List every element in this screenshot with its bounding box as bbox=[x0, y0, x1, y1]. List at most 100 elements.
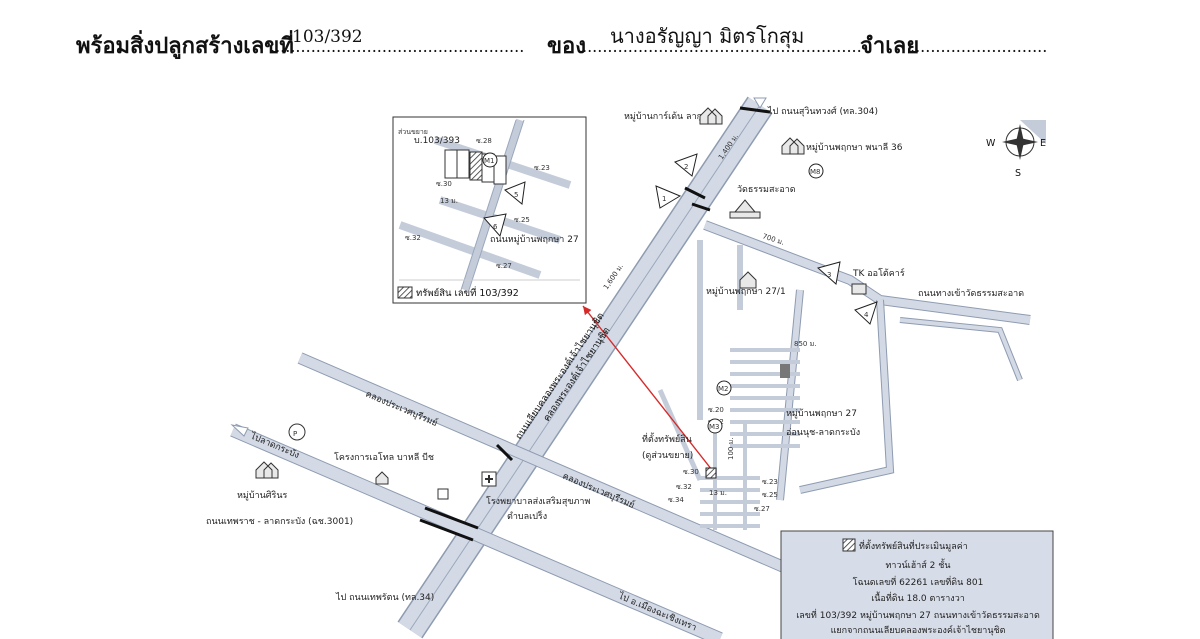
compass-w: W bbox=[986, 138, 996, 149]
info-line5: แยกจากถนนเลียบคลองพระองค์เจ้าไชยานุชิต bbox=[831, 624, 1006, 636]
inset-soi-32: ซ.32 bbox=[405, 234, 421, 242]
property-location-mark bbox=[705, 467, 717, 479]
label-soi-30: ซ.30 bbox=[683, 468, 699, 476]
label-soi-32: ซ.32 bbox=[676, 483, 692, 491]
village-icon bbox=[781, 137, 805, 155]
map-markers: 1 2 3 4 M2 M3 M8 bbox=[655, 153, 878, 434]
info-line1: ทาวน์เฮ้าส์ 2 ชั้น bbox=[885, 558, 950, 571]
inset-marker-6: 6 bbox=[483, 213, 507, 238]
label-soi-23: ซ.23 bbox=[762, 478, 778, 486]
header: พร้อมสิ่งปลูกสร้างเลขที่ ...............… bbox=[76, 24, 1047, 60]
hospital-icon bbox=[481, 471, 497, 487]
header-house-no: 103/392 bbox=[292, 27, 363, 47]
village-icon bbox=[699, 107, 723, 125]
inset-soi-23: ซ.23 bbox=[534, 164, 550, 172]
label-to-theparak: ไป ถนนเทพรัตน (ทล.34) bbox=[335, 592, 434, 603]
inset-marker-5: 5 bbox=[504, 181, 526, 205]
temple-icon bbox=[729, 199, 761, 219]
inset-soi-30: ซ.30 bbox=[436, 180, 452, 188]
label-wat: วัดธรรมสะอาด bbox=[737, 185, 796, 195]
marker-m3: M3 bbox=[707, 418, 723, 434]
inset-title: ส่วนขยาย bbox=[398, 128, 428, 136]
inset-road-name: ถนนหมู่บ้านพฤกษา 27 bbox=[490, 234, 579, 245]
label-dist-100: 100 ม. bbox=[727, 438, 735, 460]
svg-text:M2: M2 bbox=[718, 385, 729, 393]
header-mortgagor-label: จำเลย bbox=[860, 33, 919, 59]
label-dist-13: 13 ม. bbox=[709, 489, 727, 497]
info-line3: เนื้อที่ดิน 18.0 ตารางวา bbox=[871, 591, 965, 604]
label-pruksa-27-1: หมู่บ้านพฤกษา 27/1 bbox=[706, 286, 786, 297]
label-soi-25: ซ.25 bbox=[762, 491, 778, 499]
compass-e: E bbox=[1040, 138, 1046, 149]
info-swatch bbox=[842, 538, 856, 552]
inset-legend-swatch bbox=[397, 286, 413, 299]
label-pruksa-27: หมู่บ้านพฤกษา 27 bbox=[786, 408, 857, 419]
inset-soi-27: ซ.27 bbox=[496, 262, 512, 270]
inset-soi-28: ซ.28 bbox=[476, 137, 492, 145]
label-pruksa-36: หมู่บ้านพฤกษา พนาลี 36 bbox=[806, 142, 903, 153]
label-hospital: โรงพยาบาลส่งเสริมสุขภาพ bbox=[486, 496, 590, 507]
label-tk-autopart: TK ออโต้คาร์ bbox=[852, 267, 905, 279]
label-property-loc: ที่ตั้งทรัพย์สิน bbox=[642, 432, 692, 445]
label-to-suwinthawong: ไป ถนนสุวินทวงศ์ (ทล.304) bbox=[767, 105, 878, 117]
marker-4: 4 bbox=[854, 301, 878, 325]
marker-3: 3 bbox=[816, 261, 841, 285]
svg-text:1: 1 bbox=[662, 195, 666, 203]
svg-text:3: 3 bbox=[827, 271, 831, 279]
marker-2: 2 bbox=[674, 153, 698, 177]
header-of-label: ของ bbox=[547, 33, 586, 59]
label-to-chachoengsao: ไป อ.เมืองฉะเชิงเทรา bbox=[616, 590, 698, 633]
shop-icon bbox=[851, 283, 867, 295]
svg-text:M3: M3 bbox=[709, 423, 720, 431]
header-dots-1: ........................................… bbox=[270, 37, 524, 56]
label-sirin-village: หมู่บ้านศิรินร bbox=[237, 490, 287, 501]
marker-m8: M8 bbox=[808, 163, 824, 179]
marker-box bbox=[437, 488, 449, 500]
svg-text:M1: M1 bbox=[484, 157, 495, 165]
building-icon bbox=[375, 471, 389, 485]
village-icon bbox=[255, 461, 279, 479]
inset-legend: ทรัพย์สิน เลขที่ 103/392 bbox=[416, 286, 519, 299]
marker-m2: M2 bbox=[716, 380, 732, 396]
inset-marker-m1: M1 bbox=[482, 152, 498, 168]
compass-s: S bbox=[1015, 168, 1021, 179]
label-garden-village: หมู่บ้านการ์เด้น ลากูน่า bbox=[624, 110, 713, 122]
property-pointer-arrow bbox=[582, 305, 713, 471]
inset-dist: 13 ม. bbox=[440, 197, 458, 205]
police-icon: P bbox=[288, 423, 306, 441]
label-soi-20: ซ.20 bbox=[708, 406, 724, 414]
building-block-icon bbox=[780, 364, 790, 378]
label-dist-850: 850 ม. bbox=[794, 340, 816, 348]
map-icons: P bbox=[255, 107, 867, 500]
village-icon bbox=[739, 271, 757, 289]
inset-soi-25: ซ.25 bbox=[514, 216, 530, 224]
info-line2: โฉนดเลขที่ 62261 เลขที่ดิน 801 bbox=[853, 575, 984, 588]
svg-text:6: 6 bbox=[493, 223, 498, 231]
inset-map: ส่วนขยาย บ.103/393 ถนนหมู่บ้านพฤกษา 27 1… bbox=[392, 116, 587, 304]
info-line4: เลขที่ 103/392 หมู่บ้านพฤกษา 27 ถนนทางเข… bbox=[796, 608, 1040, 621]
marker-1: 1 bbox=[655, 185, 682, 209]
label-eco-project: โครงการเอโทล บาหลี บีช bbox=[334, 452, 434, 463]
label-wat-road: ถนนทางเข้าวัดธรรมสะอาด bbox=[918, 288, 1024, 299]
svg-text:P: P bbox=[293, 430, 297, 438]
compass: W E S bbox=[986, 120, 1046, 179]
label-pruksa-27-sub: อ่อนนุช-ลาดกระบัง bbox=[786, 428, 860, 438]
header-owner: นางอรัญญา มิตรโกสุม bbox=[610, 24, 804, 49]
label-thepharak-road: ถนนเทพราช - ลาดกระบัง (ฉช.3001) bbox=[206, 517, 353, 527]
label-main-canal: คลองพระองค์เจ้าไชยานุชิต bbox=[541, 325, 613, 424]
svg-text:5: 5 bbox=[514, 191, 518, 199]
header-dots-3: ........................... bbox=[910, 37, 1047, 56]
label-hospital-sub: ตำบลเปร็ง bbox=[507, 509, 547, 522]
label-property-loc-sub: (ดูส่วนขยาย) bbox=[642, 451, 693, 461]
label-soi-27: ซ.27 bbox=[754, 505, 770, 513]
svg-text:M8: M8 bbox=[810, 168, 821, 176]
label-soi-34: ซ.34 bbox=[668, 496, 684, 504]
inset-plot-label: บ.103/393 bbox=[414, 136, 460, 146]
svg-text:2: 2 bbox=[684, 163, 688, 171]
svg-text:4: 4 bbox=[864, 311, 869, 319]
header-prefix: พร้อมสิ่งปลูกสร้างเลขที่ bbox=[76, 29, 294, 60]
info-title: ที่ตั้งทรัพย์สินที่ประเมินมูลค่า bbox=[859, 539, 968, 552]
header-dots-2: ........................................… bbox=[582, 37, 862, 56]
info-box: ที่ตั้งทรัพย์สินที่ประเมินมูลค่า ทาวน์เฮ… bbox=[780, 530, 1054, 639]
